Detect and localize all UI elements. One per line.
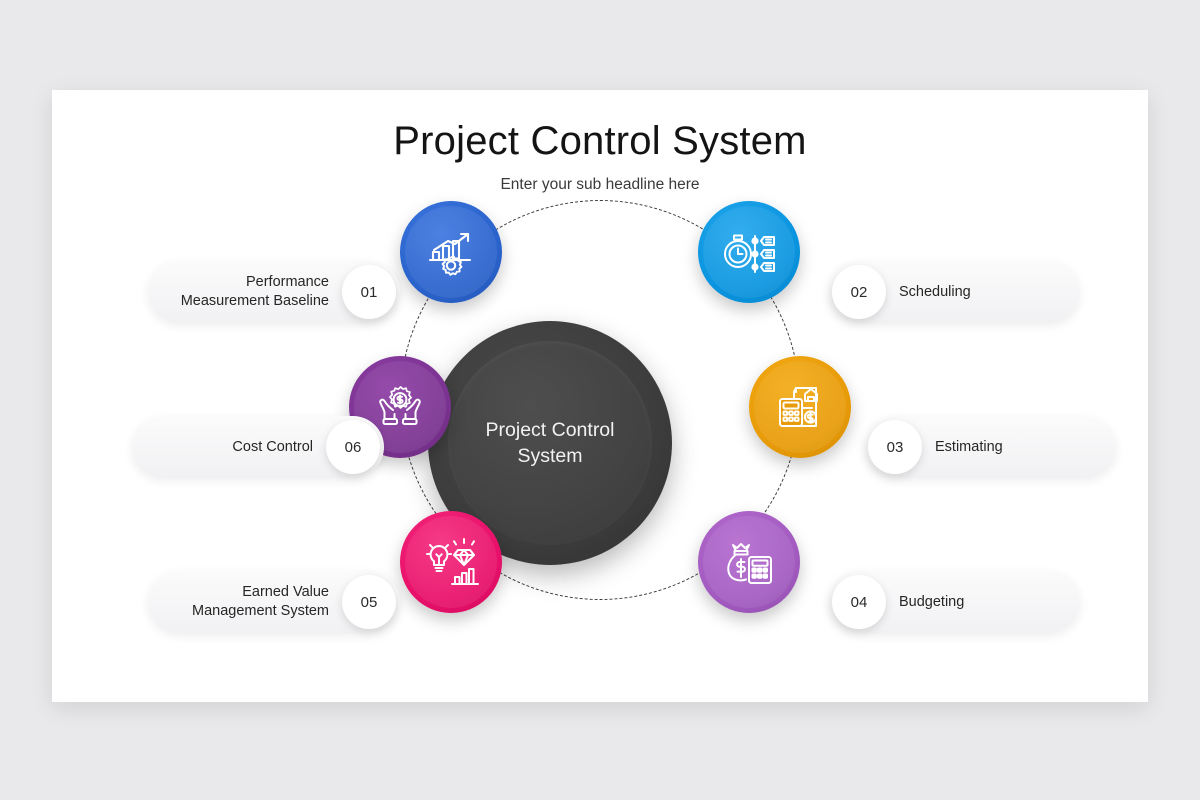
title-block: Project Control System Enter your sub he… <box>52 118 1148 194</box>
center-hub-inner: Project Control System <box>448 341 652 545</box>
label-text-01: Performance Measurement Baseline <box>180 274 329 309</box>
node-circle-04[interactable] <box>698 511 800 613</box>
circular-diagram: Project Control System <box>52 90 1148 702</box>
label-pill-03[interactable]: 03 Estimating <box>864 416 1116 478</box>
label-text-06: Cost Control <box>232 438 313 455</box>
label-pill-02[interactable]: 02 Scheduling <box>828 261 1080 323</box>
number-badge-03: 03 <box>868 420 922 474</box>
label-text-03: Estimating <box>935 438 1003 455</box>
node-gloss <box>703 206 795 298</box>
label-text-05: Earned Value Management System <box>191 584 329 619</box>
node-circle-03[interactable] <box>749 356 851 458</box>
money-bag-calculator-icon <box>727 543 772 584</box>
label-text-02: Scheduling <box>899 283 971 300</box>
lightbulb-diamond-chart-icon <box>426 538 479 585</box>
node-gloss <box>405 206 497 298</box>
page-title: Project Control System <box>393 119 807 163</box>
stopwatch-timeline-icon <box>724 234 775 273</box>
number-badge-05: 05 <box>342 575 396 629</box>
page-subtitle: Enter your sub headline here <box>500 176 700 193</box>
number-badge-06: 06 <box>326 420 380 474</box>
node-circle-05[interactable] <box>400 511 502 613</box>
node-gloss <box>405 516 497 608</box>
label-text-04: Budgeting <box>899 593 965 610</box>
hands-holding-gear-dollar-icon <box>379 386 421 425</box>
node-circle-01[interactable] <box>400 201 502 303</box>
calculator-estimate-document-icon <box>779 387 818 427</box>
slide-card: Project Control System Enter your sub he… <box>52 90 1148 702</box>
node-circle-02[interactable] <box>698 201 800 303</box>
number-badge-02: 02 <box>832 265 886 319</box>
center-hub-label: Project Control System <box>485 418 615 467</box>
label-pill-06[interactable]: Cost Control 06 <box>132 416 384 478</box>
bar-chart-gear-growth-icon <box>428 232 472 276</box>
number-badge-04: 04 <box>832 575 886 629</box>
label-pill-01[interactable]: Performance Measurement Baseline 01 <box>148 261 400 323</box>
label-pill-05[interactable]: Earned Value Management System 05 <box>148 571 400 633</box>
number-badge-01: 01 <box>342 265 396 319</box>
label-pill-04[interactable]: 04 Budgeting <box>828 571 1080 633</box>
